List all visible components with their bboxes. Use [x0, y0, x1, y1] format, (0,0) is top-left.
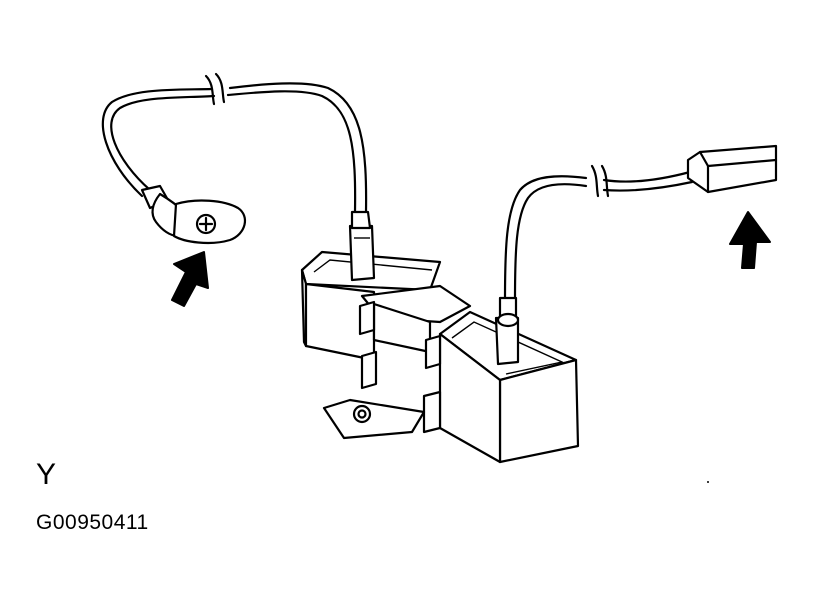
right-wire	[503, 164, 694, 302]
view-letter-label: Y	[36, 458, 57, 491]
figure-code-label: G00950411	[36, 511, 149, 534]
resistor-body	[300, 250, 580, 464]
ground-ring-terminal	[140, 184, 247, 245]
left-wire	[101, 72, 368, 214]
left-body-terminal	[348, 210, 376, 282]
right-arrow-icon	[729, 211, 771, 269]
right-body-terminal	[494, 296, 520, 366]
wire-connector	[686, 144, 778, 194]
left-arrow-icon	[171, 251, 209, 307]
speck-mark	[707, 481, 709, 483]
